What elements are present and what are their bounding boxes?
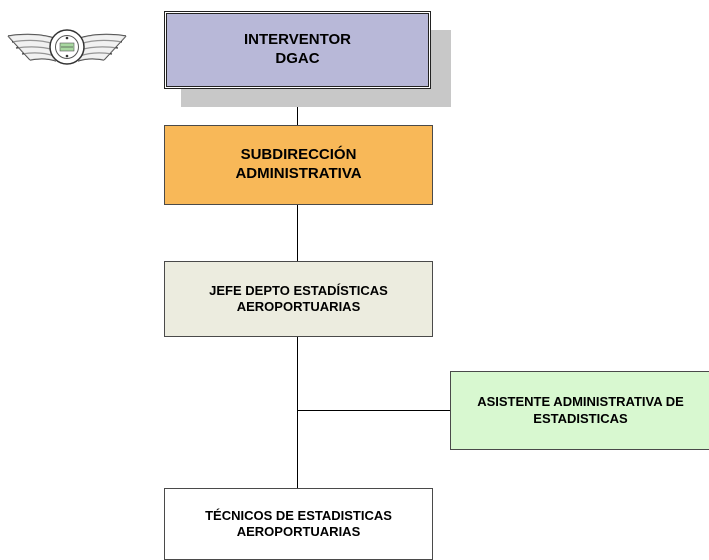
asistente-label: ASISTENTE ADMINISTRATIVA DE ESTADISTICAS <box>477 394 684 426</box>
connector-subdireccion-jefe <box>297 204 298 261</box>
box-subdireccion: SUBDIRECCIÓN ADMINISTRATIVA <box>164 125 433 205</box>
connector-jefe-tecnicos <box>297 336 298 488</box>
box-tecnicos: TÉCNICOS DE ESTADISTICAS AEROPORTUARIAS <box>164 488 433 560</box>
connector-branch-asistente <box>297 410 450 411</box>
tecnicos-label: TÉCNICOS DE ESTADISTICAS AEROPORTUARIAS <box>205 507 392 539</box>
box-interventor: INTERVENTOR DGAC <box>164 11 431 89</box>
interventor-label: INTERVENTOR DGAC <box>244 31 351 67</box>
box-jefe-depto: JEFE DEPTO ESTADÍSTICAS AEROPORTUARIAS <box>164 261 433 337</box>
subdireccion-label: SUBDIRECCIÓN ADMINISTRATIVA <box>235 146 362 182</box>
jefe-depto-label: JEFE DEPTO ESTADÍSTICAS AEROPORTUARIAS <box>209 282 388 314</box>
box-asistente: ASISTENTE ADMINISTRATIVA DE ESTADISTICAS <box>450 371 709 450</box>
winged-emblem-icon <box>7 29 127 65</box>
